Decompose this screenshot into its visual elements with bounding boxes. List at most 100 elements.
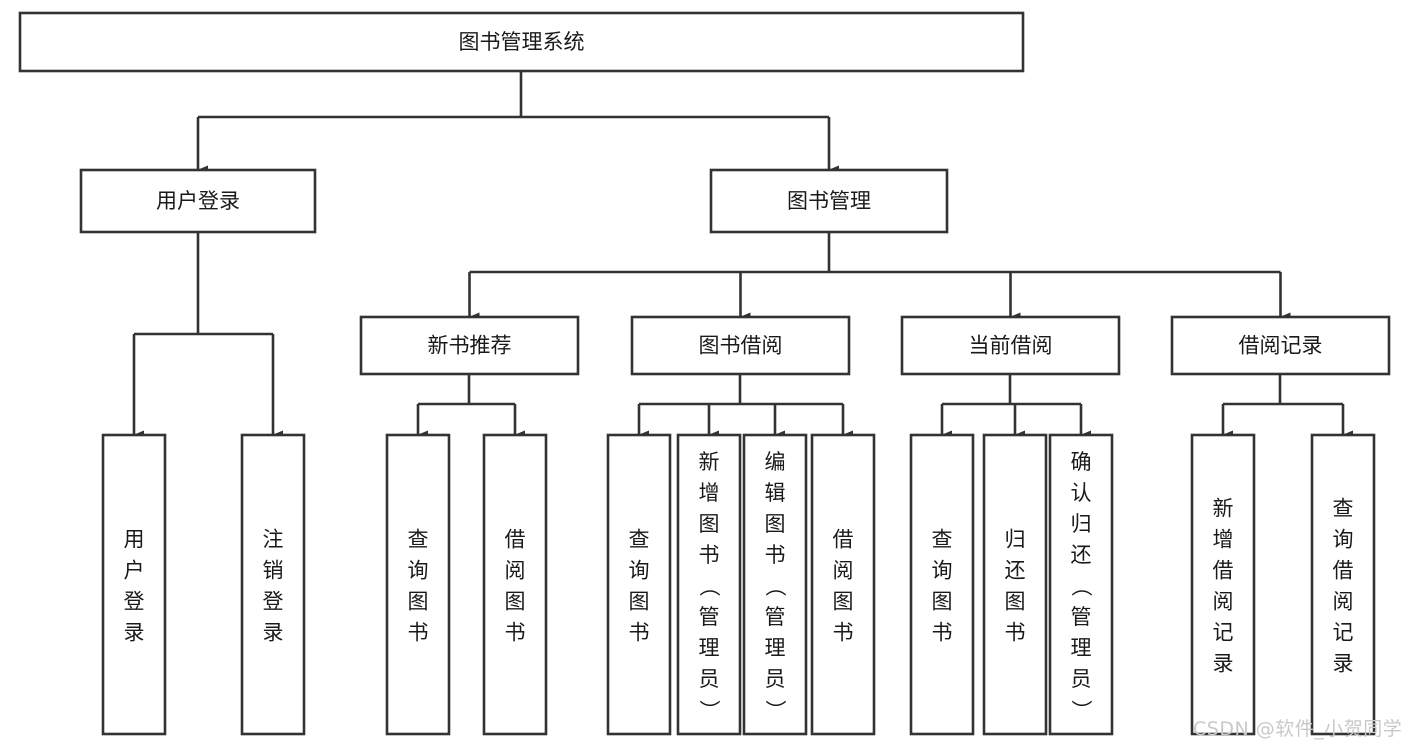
node-label-leaf-confirm-return-char-3: 还: [1071, 543, 1092, 567]
node-box-leaf-borrow-book-1: [482, 433, 548, 736]
node-label-user-login: 用户登录: [156, 189, 240, 213]
node-label-book-manage: 图书管理: [787, 189, 871, 213]
node-label-leaf-borrow-book-2-char-1: 阅: [833, 559, 854, 583]
node-label-leaf-borrow-book-1-char-0: 借: [505, 528, 526, 552]
node-label-leaf-confirm-return-char-8: ）: [1069, 700, 1093, 721]
node-box-leaf-add-record: [1190, 433, 1256, 736]
node-label-leaf-query-book-1-char-3: 书: [408, 621, 429, 645]
node-label-new-book-recommend: 新书推荐: [428, 334, 512, 358]
node-label-leaf-confirm-return-char-1: 认: [1071, 481, 1092, 505]
node-new-book-recommend[interactable]: 新书推荐: [359, 315, 580, 376]
node-box-leaf-borrow-book-2: [810, 433, 876, 736]
node-box-leaf-return-book: [982, 433, 1048, 736]
node-label-leaf-query-record-char-2: 借: [1333, 559, 1354, 583]
node-label-root: 图书管理系统: [459, 30, 585, 54]
node-label-leaf-query-book-1-char-1: 询: [408, 559, 429, 583]
node-box-leaf-add-book: [676, 433, 742, 736]
node-label-leaf-borrow-book-1-char-3: 书: [505, 621, 526, 645]
node-box-book-manage: [709, 168, 949, 234]
node-box-borrow-record: [1170, 315, 1391, 376]
node-label-leaf-confirm-return-char-0: 确: [1071, 450, 1092, 474]
node-label-leaf-borrow-book-2-char-0: 借: [833, 528, 854, 552]
node-label-leaf-confirm-return-char-6: 理: [1071, 636, 1092, 660]
node-label-leaf-add-book-char-4: （: [697, 576, 721, 597]
node-label-leaf-add-record-char-0: 新: [1213, 497, 1234, 521]
node-current-borrow[interactable]: 当前借阅: [900, 315, 1121, 376]
node-box-leaf-confirm-return: [1048, 433, 1114, 736]
node-box-root: [18, 11, 1025, 73]
node-label-leaf-query-book-3-char-1: 询: [932, 559, 953, 583]
node-label-leaf-query-book-1-char-2: 图: [408, 590, 429, 614]
node-label-leaf-borrow-book-2-char-3: 书: [833, 621, 854, 645]
node-label-leaf-query-book-1-char-0: 查: [408, 528, 429, 552]
node-label-leaf-confirm-return-char-7: 员: [1071, 667, 1092, 691]
node-label-leaf-query-record-char-3: 阅: [1333, 590, 1354, 614]
node-label-leaf-return-book-char-1: 还: [1005, 559, 1026, 583]
node-label-leaf-query-record-char-5: 录: [1333, 652, 1354, 676]
node-label-leaf-query-record-char-4: 记: [1333, 621, 1354, 645]
node-book-borrow[interactable]: 图书借阅: [630, 315, 851, 376]
node-label-leaf-user-login-char-1: 户: [124, 559, 145, 583]
node-label-leaf-add-book-char-3: 书: [699, 543, 720, 567]
node-label-book-borrow: 图书借阅: [699, 334, 783, 358]
node-label-leaf-query-book-3-char-2: 图: [932, 590, 953, 614]
node-label-leaf-borrow-book-1-char-2: 图: [505, 590, 526, 614]
node-label-leaf-user-login-char-2: 登: [124, 590, 145, 614]
node-label-leaf-confirm-return-char-2: 归: [1071, 512, 1092, 536]
node-label-leaf-add-book-char-6: 理: [699, 636, 720, 660]
node-box-user-login: [79, 168, 317, 234]
node-label-leaf-edit-book-char-1: 辑: [765, 481, 786, 505]
node-label-leaf-return-book-char-0: 归: [1005, 528, 1026, 552]
node-label-leaf-query-record-char-1: 询: [1333, 528, 1354, 552]
node-book-manage[interactable]: 图书管理: [709, 168, 949, 234]
node-label-leaf-query-book-2-char-1: 询: [629, 559, 650, 583]
node-label-borrow-record: 借阅记录: [1239, 334, 1323, 358]
node-box-leaf-query-book-1: [385, 433, 451, 736]
node-label-leaf-borrow-book-2-char-2: 图: [833, 590, 854, 614]
node-label-leaf-edit-book-char-4: （: [763, 576, 787, 597]
node-borrow-record[interactable]: 借阅记录: [1170, 315, 1391, 376]
node-label-leaf-edit-book-char-2: 图: [765, 512, 786, 536]
node-label-leaf-query-book-3-char-3: 书: [932, 621, 953, 645]
node-root[interactable]: 图书管理系统: [18, 11, 1025, 73]
node-label-leaf-query-record-char-0: 查: [1333, 497, 1354, 521]
node-box-leaf-edit-book: [742, 433, 808, 736]
connector-layer: [132, 71, 1354, 440]
node-label-leaf-edit-book-char-5: 管: [765, 605, 786, 629]
node-label-leaf-add-book-char-2: 图: [699, 512, 720, 536]
node-label-leaf-query-book-2-char-0: 查: [629, 528, 650, 552]
node-box-leaf-query-book-3: [909, 433, 975, 736]
node-label-leaf-query-book-2-char-3: 书: [629, 621, 650, 645]
node-label-leaf-user-logout-char-2: 登: [263, 590, 284, 614]
node-label-leaf-add-record-char-1: 增: [1213, 528, 1234, 552]
node-user-login[interactable]: 用户登录: [79, 168, 317, 234]
node-box-current-borrow: [900, 315, 1121, 376]
node-label-leaf-confirm-return-char-4: （: [1069, 576, 1093, 597]
node-layer: 图书管理系统用户登录图书管理新书推荐图书借阅当前借阅借阅记录用户登录注销登录查询…: [18, 11, 1391, 736]
node-label-leaf-add-record-char-3: 阅: [1213, 590, 1234, 614]
node-label-leaf-add-record-char-2: 借: [1213, 559, 1234, 583]
node-label-leaf-user-logout-char-0: 注: [263, 528, 284, 552]
node-leaf-user-login[interactable]: 用户登录: [101, 433, 167, 736]
node-box-leaf-query-book-2: [606, 433, 672, 736]
node-label-leaf-edit-book-char-7: 员: [765, 667, 786, 691]
node-label-leaf-borrow-book-1-char-1: 阅: [505, 559, 526, 583]
node-label-leaf-query-book-2-char-2: 图: [629, 590, 650, 614]
node-label-leaf-edit-book-char-0: 编: [765, 450, 786, 474]
node-box-new-book-recommend: [359, 315, 580, 376]
node-label-leaf-user-logout-char-3: 录: [263, 621, 284, 645]
